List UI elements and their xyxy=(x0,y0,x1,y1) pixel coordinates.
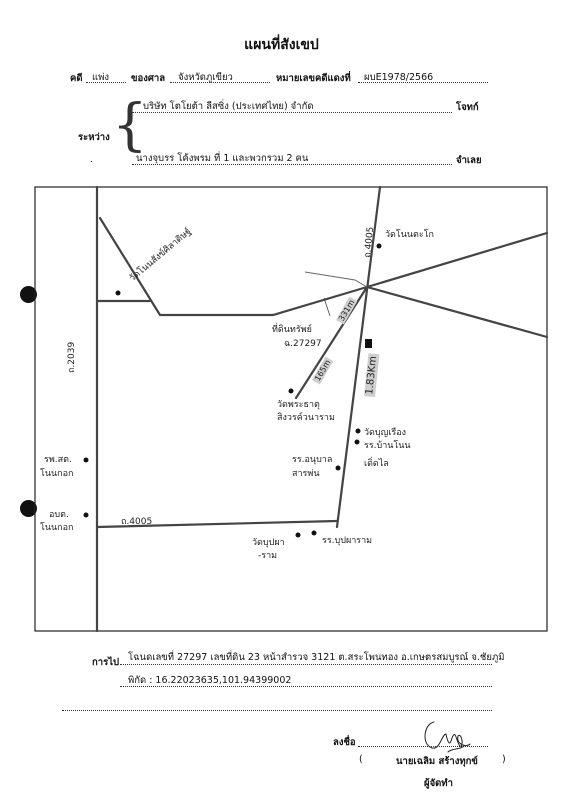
road-northeast xyxy=(365,231,549,289)
road-4005-south xyxy=(95,519,339,529)
label-target-1: ที่ดินทรัพย์ xyxy=(272,325,312,335)
road-to-temple xyxy=(98,216,369,317)
signer-role: ผู้จัดทำ xyxy=(424,778,453,789)
label-temple-top-right: วัดโนนตะโก xyxy=(385,230,434,240)
dot-temple-bupparam xyxy=(295,532,301,538)
label-school-anuban-2: สารพ่น xyxy=(292,469,320,479)
route-label: การไป xyxy=(92,657,119,668)
signer-name: นายเฉลิม สร้างทุกข์ xyxy=(396,756,478,767)
road-4005-north xyxy=(335,185,382,529)
court-name: จังหวัดภูเขียว xyxy=(178,72,233,83)
coords-text: พิกัด : 16.22023635,101.94399002 xyxy=(128,675,292,686)
label-temple-bupparam-1: วัดบุปผา xyxy=(252,538,285,548)
road-to-target xyxy=(294,285,369,400)
label-road-bottom: ถ.4005 xyxy=(121,517,153,527)
label-temple-prathat-1: วัดพระธาตุ xyxy=(277,400,320,410)
signer-open: ( xyxy=(359,754,363,765)
road-east xyxy=(365,285,549,339)
case-type: แพ่ง xyxy=(92,72,110,83)
black-case-no: ผบE1978/2566 xyxy=(364,72,434,83)
target-marker xyxy=(365,339,372,348)
label-hospital-1: รพ.สต. xyxy=(44,455,72,465)
black-case-label: หมายเลขคดีแดงที่ xyxy=(276,73,351,84)
label-temple-bupparam-2: -ราม xyxy=(258,551,278,561)
defendant-name: นางจุบรร โค้งพรม ที่ 1 และพวกรวม 2 คน xyxy=(136,153,309,164)
plaintiff-role: โจทก์ xyxy=(456,102,479,113)
dot-temple-bunrueang xyxy=(355,428,361,434)
signer-close: ) xyxy=(502,754,506,765)
map-frame xyxy=(34,186,548,632)
dot-temple-top-right xyxy=(376,243,382,249)
punch-hole-bottom xyxy=(20,500,37,517)
target-arrow xyxy=(323,297,331,317)
label-school-bupparam: รร.บุปผาราม xyxy=(322,536,373,546)
route-text: โฉนดเลขที่ 27297 เลขที่ดิน 23 หน้าสำรวจ … xyxy=(128,652,505,663)
dot-temple-top-left xyxy=(115,290,121,296)
punch-hole-top xyxy=(20,286,37,303)
label-target-2: ฉ.27297 xyxy=(284,339,322,349)
dot-school-anuban xyxy=(335,465,341,471)
label-district-1: อบต. xyxy=(49,510,69,520)
pointer-line xyxy=(304,271,368,288)
label-hospital-2: โนนกอก xyxy=(40,469,74,479)
plaintiff-name: บริษัท โตโยต้า ลีสซิ่ง (ประเทศไทย) จำกัด xyxy=(143,101,314,112)
label-temple-prathat-2: สิงวรค์วนาราม xyxy=(277,413,335,423)
label-temple-bunrueang: วัดบุญเรือง xyxy=(364,428,406,438)
case-label: คดี xyxy=(70,73,83,84)
label-school-bannon-2: เดิ่ดไล xyxy=(364,459,389,469)
dot-temple-prathat xyxy=(288,388,294,394)
dot-school-bupparam xyxy=(311,530,317,536)
dot-hospital xyxy=(83,457,89,463)
page-title: แผนที่สังเขป xyxy=(244,37,319,53)
sign-label: ลงชื่อ xyxy=(333,737,356,748)
dot-district xyxy=(83,512,89,518)
label-school-bannon-1: รร.บ้านโนน xyxy=(364,441,411,451)
between-label: ระหว่าง xyxy=(78,132,110,143)
label-school-anuban-1: รร.อนุบาล xyxy=(292,455,333,465)
dot-school-bannon xyxy=(354,439,360,445)
brace: { xyxy=(112,93,148,158)
court-label: ของศาล xyxy=(131,73,166,84)
defendant-role: จำเลย xyxy=(456,155,482,166)
label-district-2: โนนกอก xyxy=(40,523,74,533)
